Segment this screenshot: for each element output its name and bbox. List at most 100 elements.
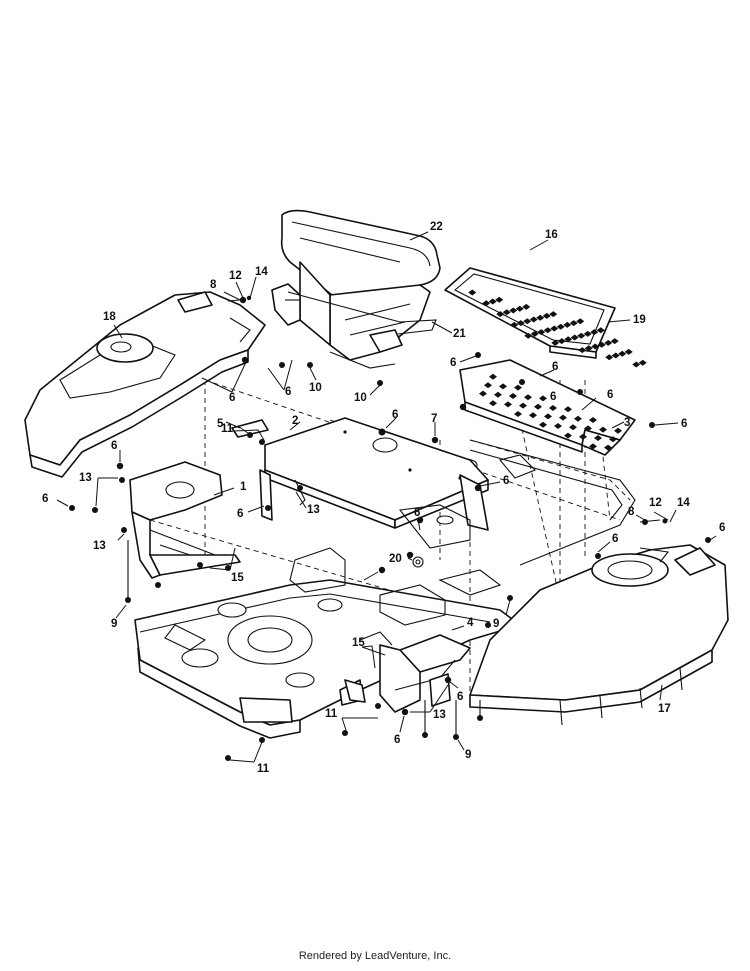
tread-diamond: [599, 426, 607, 433]
callout-6: 6: [414, 507, 420, 519]
tread-diamond: [584, 425, 592, 432]
tread-diamond: [589, 417, 597, 423]
callout-11: 11: [325, 708, 338, 720]
leader-lines: [56, 231, 717, 763]
seat-bracket-part-21: [271, 283, 437, 369]
tread-diamond: [479, 390, 487, 397]
callout-6: 6: [607, 389, 613, 401]
tread-diamond: [591, 343, 600, 350]
callout-6: 6: [229, 392, 235, 404]
callout-9: 9: [465, 749, 471, 761]
callout-3: 3: [624, 417, 630, 429]
callout-6: 6: [285, 386, 291, 398]
bracket-part-5: [231, 419, 269, 438]
tread-diamond: [524, 332, 533, 339]
seat-part-22: [280, 209, 441, 361]
floor-plate-tread: [479, 373, 622, 451]
tread-diamond: [523, 318, 532, 325]
callout-4: 4: [467, 617, 474, 629]
callout-13: 13: [307, 504, 320, 516]
tread-diamond: [569, 320, 578, 327]
tread-diamond: [590, 329, 599, 336]
callout-5: 5: [217, 418, 224, 430]
tread-diamond: [618, 350, 627, 357]
callout-6: 6: [552, 361, 558, 373]
foot-plate-part-19: [444, 267, 616, 359]
tread-diamond: [579, 433, 587, 440]
callout-6: 6: [719, 522, 725, 534]
callout-6: 6: [237, 508, 243, 520]
callout-15: 15: [231, 572, 244, 584]
tread-diamond: [529, 316, 538, 323]
callout-12: 12: [649, 497, 662, 509]
tread-diamond: [576, 318, 585, 325]
tread-diamond: [536, 314, 545, 321]
callout-13: 13: [433, 709, 446, 721]
tread-diamond: [570, 334, 579, 341]
tread-diamond: [516, 320, 525, 327]
callout-labels: 22 16 8 12 14 18 21 19 6 6 6 6 10 10 6 6…: [42, 221, 725, 775]
tread-diamond: [557, 338, 566, 345]
tread-diamond: [519, 402, 527, 409]
tread-diamond: [564, 406, 572, 413]
tread-diamond: [611, 352, 620, 359]
callout-10: 10: [354, 392, 367, 404]
tread-diamond: [554, 423, 562, 429]
tread-diamond: [605, 354, 614, 361]
tread-diamond: [509, 307, 518, 314]
tread-diamond: [468, 289, 477, 296]
callout-6: 6: [42, 493, 48, 505]
callout-14: 14: [677, 497, 690, 509]
tread-diamond: [604, 339, 613, 346]
tread-diamond: [522, 303, 531, 310]
tread-diamond: [632, 361, 641, 368]
callout-14: 14: [255, 266, 268, 278]
tread-diamond: [515, 305, 524, 312]
callout-11: 11: [221, 423, 234, 435]
callout-15: 15: [352, 637, 365, 649]
callout-8: 8: [628, 506, 635, 518]
right-fender-part-17: [469, 544, 729, 726]
frame-base-plate: [134, 579, 521, 739]
tread-diamond: [542, 312, 551, 319]
callout-16: 16: [545, 229, 558, 241]
callout-6: 6: [681, 418, 687, 430]
callout-6: 6: [111, 440, 117, 452]
callout-6: 6: [392, 409, 398, 421]
callout-2: 2: [292, 415, 298, 427]
tread-diamond: [578, 347, 587, 354]
tread-diamond: [495, 296, 504, 303]
callout-6: 6: [450, 357, 456, 369]
callout-10: 10: [309, 382, 322, 394]
callout-7: 7: [431, 413, 437, 425]
tread-diamond: [510, 321, 519, 328]
callout-12: 12: [229, 270, 242, 282]
tread-diamond: [556, 323, 565, 330]
tread-diamond: [534, 403, 542, 410]
callout-6: 6: [503, 475, 509, 487]
callout-6: 6: [457, 691, 463, 703]
tread-diamond: [549, 311, 558, 318]
tread-diamond: [604, 444, 612, 451]
tread-diamond: [564, 336, 573, 343]
seat-pan-part-2: [259, 417, 489, 549]
callout-21: 21: [453, 328, 466, 340]
tread-diamond: [514, 384, 522, 391]
tread-diamond: [509, 393, 517, 399]
tread-diamond: [624, 348, 633, 355]
tread-diamond: [529, 412, 537, 419]
tread-diamond: [610, 338, 619, 345]
tread-diamond: [539, 395, 547, 402]
callout-6: 6: [550, 391, 556, 403]
callout-6: 6: [394, 734, 400, 746]
tread-diamond: [569, 424, 577, 431]
tread-diamond: [494, 391, 502, 398]
tread-diamond: [550, 325, 559, 332]
tread-diamond: [614, 427, 622, 434]
tread-diamond: [502, 309, 511, 316]
right-bracket-part-4: [379, 634, 471, 713]
tread-diamond: [524, 394, 532, 401]
floor-plate-part-3: [459, 359, 636, 456]
callout-6: 6: [612, 533, 618, 545]
